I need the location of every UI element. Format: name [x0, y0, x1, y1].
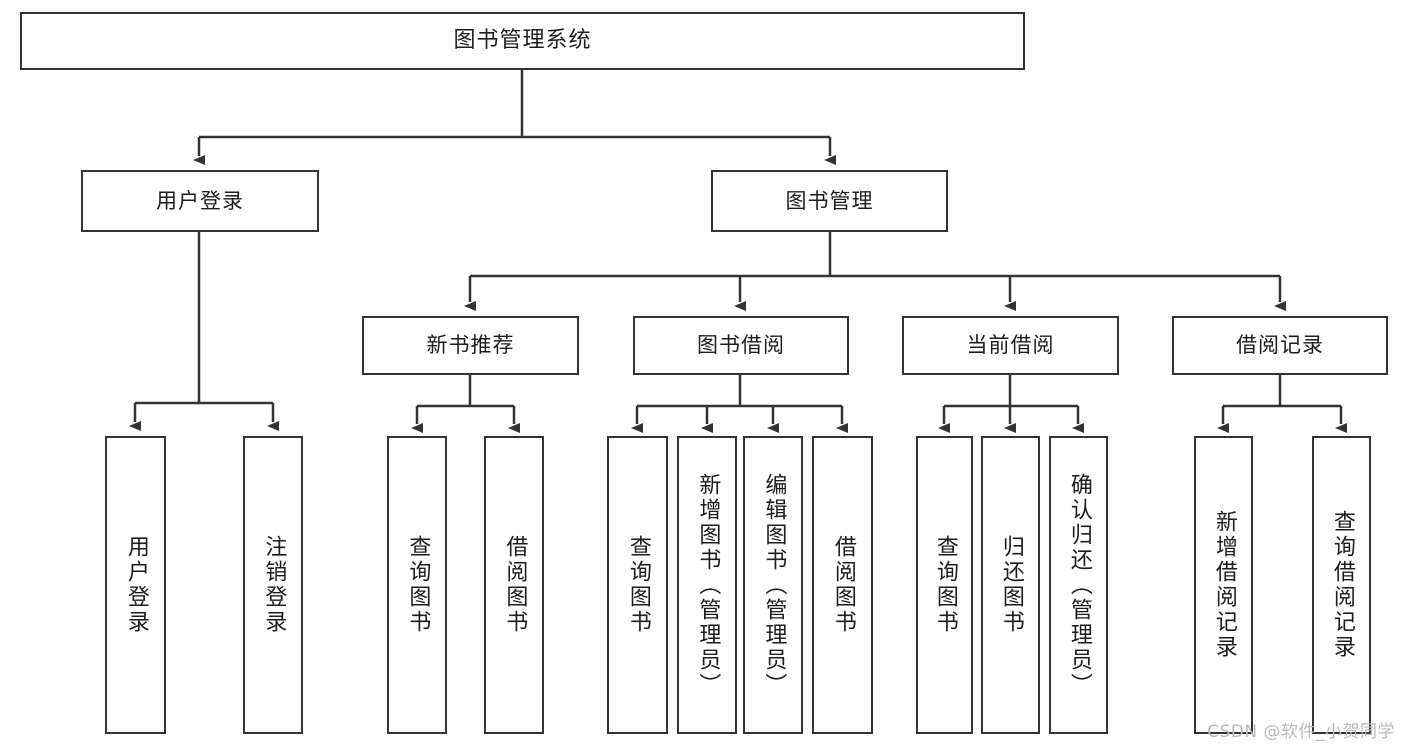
- node-leaf-confirm-return-admin-label: 确认归还（管理员）: [1066, 472, 1092, 698]
- csdn-watermark: CSDN @软件_小贺同学: [1207, 722, 1395, 742]
- node-new-book-recommend-label: 新书推荐: [426, 333, 515, 358]
- node-leaf-add-book-admin-label: 新增图书（管理员）: [695, 472, 721, 698]
- node-leaf-confirm-return-admin[interactable]: 确认归还（管理员）: [1049, 436, 1108, 734]
- node-user-login[interactable]: 用户登录: [81, 170, 319, 232]
- node-leaf-query-book-1[interactable]: 查询图书: [387, 436, 447, 734]
- node-user-login-label: 用户登录: [156, 188, 244, 213]
- node-leaf-add-borrow-record-label: 新增借阅记录: [1211, 510, 1237, 660]
- node-leaf-logout-login[interactable]: 注销登录: [243, 436, 303, 734]
- node-leaf-add-borrow-record[interactable]: 新增借阅记录: [1194, 436, 1253, 734]
- node-leaf-add-book-admin[interactable]: 新增图书（管理员）: [677, 436, 737, 734]
- node-book-borrow-label: 图书借阅: [697, 333, 785, 358]
- node-leaf-return-book[interactable]: 归还图书: [981, 436, 1040, 734]
- node-leaf-query-book-3-label: 查询图书: [932, 535, 958, 635]
- node-leaf-query-book-2[interactable]: 查询图书: [607, 436, 668, 734]
- node-borrow-record[interactable]: 借阅记录: [1172, 316, 1388, 375]
- node-book-management[interactable]: 图书管理: [711, 170, 948, 232]
- node-leaf-query-borrow-record-label: 查询借阅记录: [1329, 510, 1355, 660]
- node-leaf-user-login-label: 用户登录: [123, 535, 149, 635]
- node-leaf-borrow-book-2-label: 借阅图书: [830, 535, 856, 635]
- node-leaf-user-login[interactable]: 用户登录: [105, 436, 166, 734]
- node-leaf-query-book-1-label: 查询图书: [405, 535, 431, 635]
- node-leaf-query-borrow-record[interactable]: 查询借阅记录: [1312, 436, 1371, 734]
- node-leaf-borrow-book-1[interactable]: 借阅图书: [484, 436, 544, 734]
- node-leaf-borrow-book-2[interactable]: 借阅图书: [812, 436, 873, 734]
- node-leaf-query-book-2-label: 查询图书: [625, 535, 651, 635]
- node-current-borrow-label: 当前借阅: [966, 333, 1055, 358]
- node-borrow-record-label: 借阅记录: [1236, 333, 1324, 358]
- node-root-label: 图书管理系统: [453, 28, 592, 54]
- node-leaf-borrow-book-1-label: 借阅图书: [502, 535, 528, 635]
- node-book-management-label: 图书管理: [785, 188, 874, 213]
- node-current-borrow[interactable]: 当前借阅: [902, 316, 1119, 375]
- node-leaf-query-book-3[interactable]: 查询图书: [916, 436, 973, 734]
- node-leaf-edit-book-admin-label: 编辑图书（管理员）: [761, 472, 787, 698]
- node-book-borrow[interactable]: 图书借阅: [633, 316, 849, 375]
- node-root[interactable]: 图书管理系统: [20, 12, 1025, 70]
- node-leaf-return-book-label: 归还图书: [998, 535, 1024, 635]
- node-leaf-edit-book-admin[interactable]: 编辑图书（管理员）: [743, 436, 803, 734]
- node-new-book-recommend[interactable]: 新书推荐: [362, 316, 579, 375]
- node-leaf-logout-login-label: 注销登录: [261, 535, 287, 635]
